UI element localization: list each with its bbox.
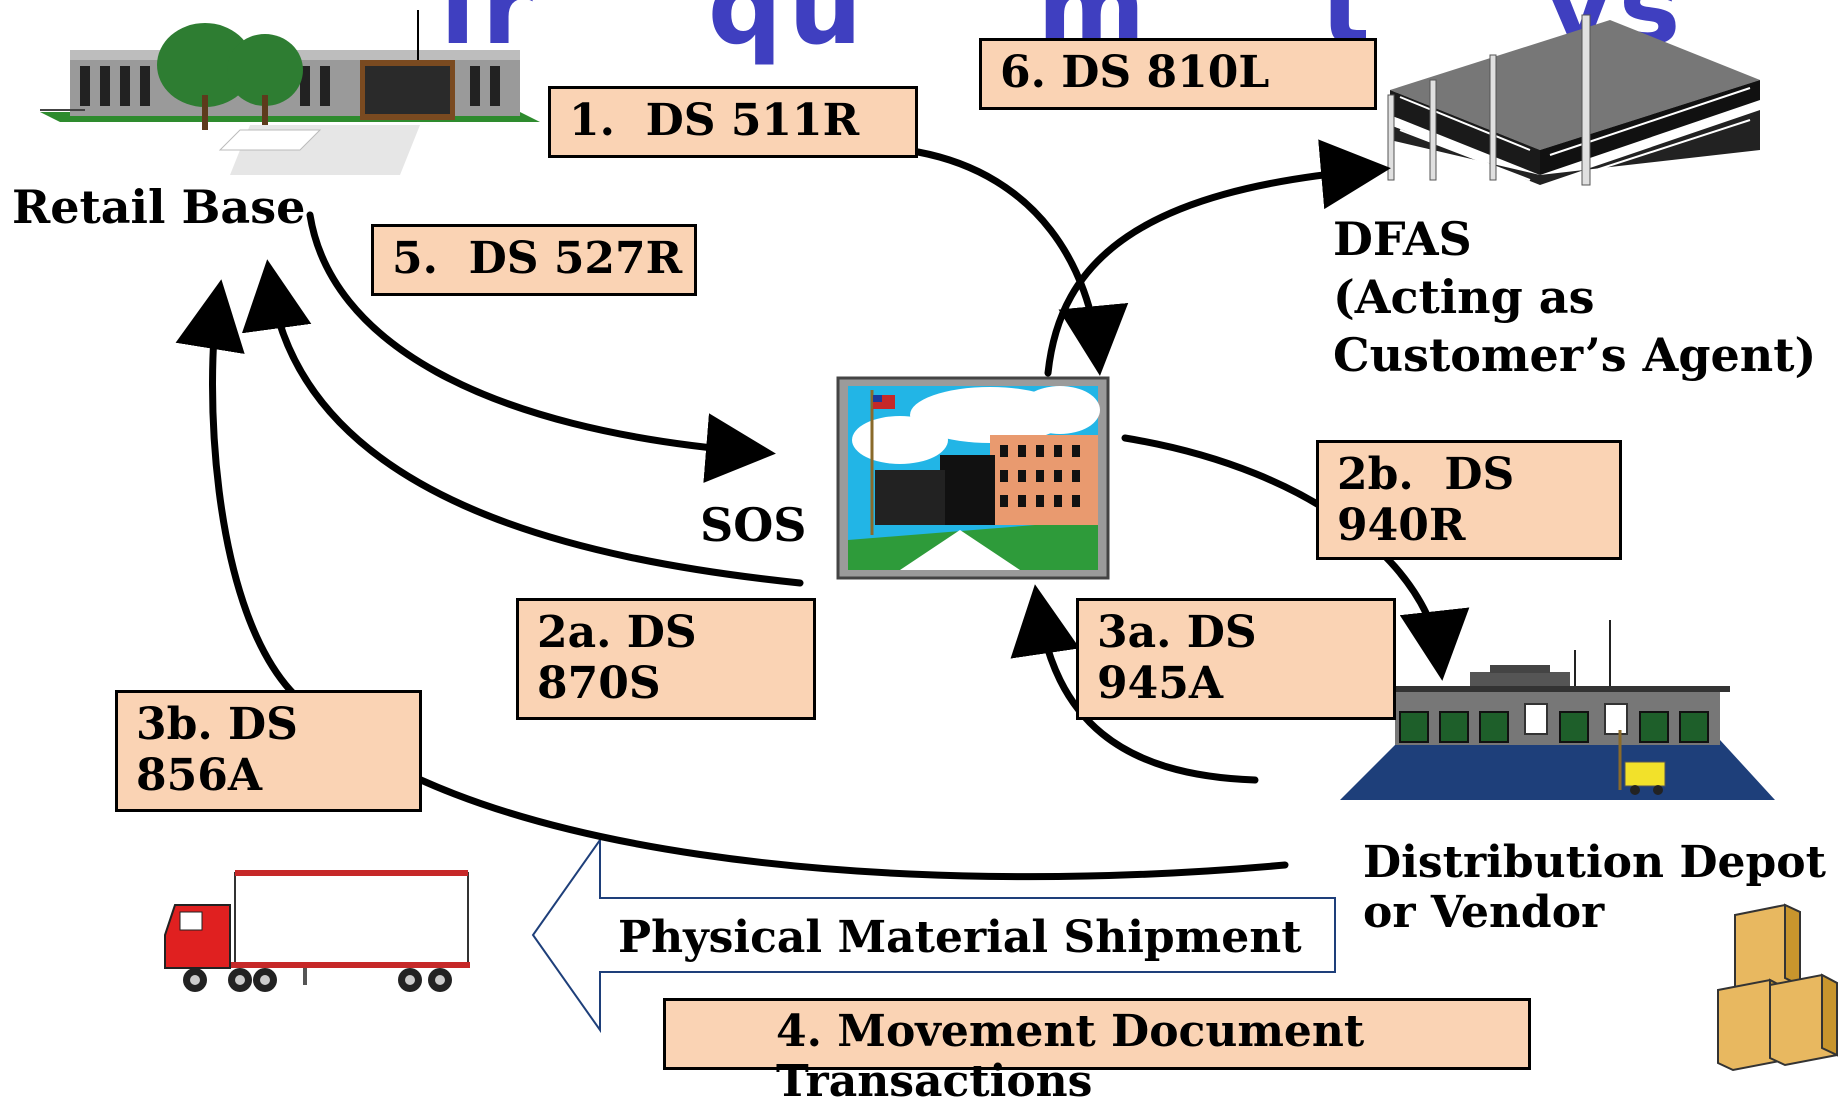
forklift-icon: [1618, 730, 1666, 795]
transaction-box-2b: 2b. DS 940R: [1316, 440, 1622, 560]
boxes-icon: [1717, 903, 1838, 1072]
transaction-box-4: 4. Movement Document Transactions: [663, 998, 1531, 1107]
transaction-box-4-label: 4. Movement Document Transactions: [776, 1006, 1365, 1107]
transaction-box-3a: 3a. DS 945A: [1076, 598, 1396, 720]
flow-arrow-3a: [1010, 584, 1259, 784]
flow-arrow-6: [1044, 139, 1391, 377]
sos-building-icon: [836, 376, 1110, 580]
transaction-box-3b: 3b. DS 856A: [115, 690, 422, 812]
transaction-box-1: 1. DS 511R: [548, 86, 918, 158]
flow-arrow-1: [914, 148, 1129, 376]
dfas-building-icon: [1387, 14, 1760, 186]
node-label-retail-base: Retail Base: [12, 180, 306, 234]
retail-base-building-icon: [40, 10, 540, 175]
node-label-dfas: DFAS (Acting as Customer’s Agent): [1333, 212, 1817, 382]
node-label-sos: SOS: [700, 498, 807, 552]
warehouse-icon: [1340, 620, 1775, 800]
truck-icon: [164, 870, 470, 992]
flow-arrow-5: [306, 211, 776, 483]
transaction-box-2a: 2a. DS 870S: [516, 598, 816, 720]
shipment-arrow-label: Physical Material Shipment: [618, 912, 1302, 963]
transaction-box-6: 6. DS 810L: [979, 38, 1377, 110]
flow-arrow-2a: [242, 259, 804, 587]
node-label-depot: Distribution Depot or Vendor: [1363, 837, 1826, 938]
shipment-arrow: [531, 836, 1336, 1034]
transaction-box-5: 5. DS 527R: [371, 224, 697, 296]
